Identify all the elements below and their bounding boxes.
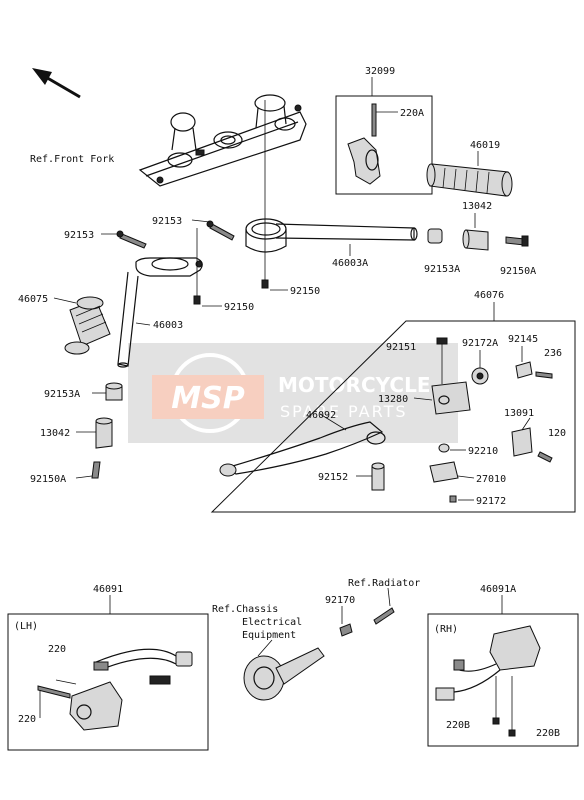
left-handlebar [117, 228, 288, 368]
label-92153-upper: 92153 [152, 216, 182, 227]
label-92170: 92170 [325, 595, 355, 606]
label-92152: 92152 [318, 472, 348, 483]
lh-switch-box [7, 595, 209, 751]
label-120: 120 [548, 428, 566, 439]
left-bar-end-parts [75, 382, 123, 479]
front-direction-arrow-icon [32, 68, 81, 99]
watermark-brand: MSP [171, 381, 244, 416]
label-92172A: 92172A [462, 338, 498, 349]
left-grip [53, 296, 111, 355]
label-92172: 92172 [476, 496, 506, 507]
label-46092: 46092 [306, 410, 336, 421]
upper-triple-clamp [138, 94, 307, 187]
label-ref-chassis: Ref.Chassis [212, 604, 278, 615]
label-46091: 46091 [93, 584, 123, 595]
label-ref-front-fork: Ref.Front Fork [30, 154, 114, 165]
label-92153A-left: 92153A [44, 389, 80, 400]
label-92145: 92145 [508, 334, 538, 345]
label-46003A: 46003A [332, 258, 368, 269]
label-220B-right: 220B [536, 728, 560, 739]
label-220A: 220A [400, 108, 424, 119]
label-27010: 27010 [476, 474, 506, 485]
label-13042-right: 13042 [462, 201, 492, 212]
label-92153-left: 92153 [64, 230, 94, 241]
right-handlebar [245, 100, 418, 280]
label-46003: 46003 [153, 320, 183, 331]
watermark-line2: SPARE PARTS [280, 402, 408, 421]
label-92151: 92151 [386, 342, 416, 353]
right-bar-end-parts [427, 213, 529, 251]
label-equipment: Equipment [242, 630, 296, 641]
label-92153A-right: 92153A [424, 264, 460, 275]
label-220-lower: 220 [18, 714, 36, 725]
label-13042-left: 13042 [40, 428, 70, 439]
label-32099: 32099 [365, 66, 395, 77]
label-lh: (LH) [14, 621, 38, 632]
rh-switch-box [427, 595, 579, 747]
label-rh: (RH) [434, 624, 458, 635]
throttle-assembly-box [335, 77, 433, 195]
label-236: 236 [544, 348, 562, 359]
label-92150-right: 92150 [290, 286, 320, 297]
label-46091A: 46091A [480, 584, 516, 595]
label-220-upper: 220 [48, 644, 66, 655]
horn-assembly [243, 587, 395, 701]
right-grip [426, 151, 513, 197]
watermark: MSP MOTORCYCLE SPARE PARTS [128, 343, 458, 443]
label-electrical: Electrical [242, 617, 302, 628]
label-46076: 46076 [474, 290, 504, 301]
watermark-wheel-icon [170, 353, 250, 433]
label-220B-left: 220B [446, 720, 470, 731]
lever-assembly-box [210, 302, 576, 513]
label-13091: 13091 [504, 408, 534, 419]
label-46075: 46075 [18, 294, 48, 305]
label-46019: 46019 [470, 140, 500, 151]
label-13280: 13280 [378, 394, 408, 405]
label-92150A-left: 92150A [30, 474, 66, 485]
watermark-line1: MOTORCYCLE [278, 373, 430, 397]
label-92150A-right: 92150A [500, 266, 536, 277]
bolts-92153 [101, 219, 235, 249]
label-92210: 92210 [468, 446, 498, 457]
label-92150-left: 92150 [224, 302, 254, 313]
label-ref-radiator: Ref.Radiator [348, 578, 420, 589]
